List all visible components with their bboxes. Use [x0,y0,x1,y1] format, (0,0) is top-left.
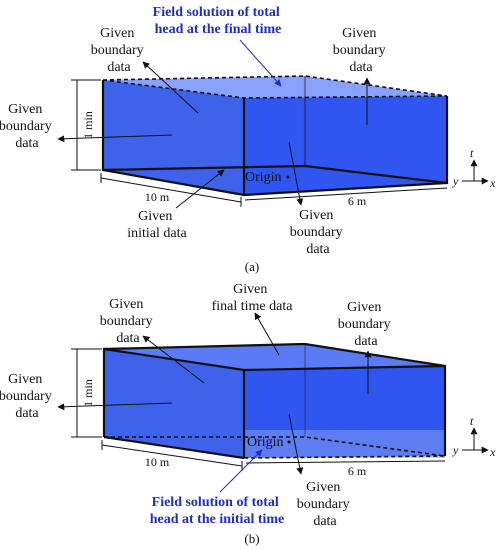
panel-b-top-left-label: Given boundary data [100,297,156,346]
panel-b-caption: (b) [244,531,259,546]
panel-b-origin-label: Origin [247,435,284,450]
panel-a-width-label: 6 m [348,194,367,208]
panel-a-bottom-right-leader [288,141,304,206]
panel-b-bottom-right-leader [288,413,304,475]
panel-b-t-label: t [470,414,474,428]
panel-b-top-right-label: Given boundary data [338,300,394,349]
panel-a-length-dim-line [100,177,242,203]
panel-a-left-label: Given boundary data [0,102,55,151]
panel-b-origin-dot [287,440,291,444]
panel-a-x-label: x [489,176,496,190]
panel-a-bottom-back-edges [102,164,448,185]
panel-b-final-time-label: Given final time data [212,282,294,314]
panel-b-bottom-right-label: Given boundary data [297,480,353,529]
panel-b-final-time-leader [254,312,280,356]
panel-b-top-left-leader [142,335,205,384]
panel-a-blue-leader [239,39,282,87]
panel-a-initial-data-leader [175,169,225,209]
panel-a-top-face [103,76,447,98]
panel-a-axes: t y x [452,146,496,190]
panel-b-front-bottom-edge [103,435,245,460]
panel-b-axes: t y x [452,414,496,459]
panel-a-top-left-label: Given boundary data [91,26,147,75]
panel-b-y-label: y [452,443,459,457]
panel-b-initial-solution-label: Field solution of total head at the init… [150,495,285,527]
panel-b-width-dim-line [245,460,446,464]
panel-b-x-label: x [489,445,496,459]
panel-b: Given boundary data Given final time dat… [0,282,496,546]
panel-a-height-label: 1 min [81,111,95,139]
panel-b-width-label: 6 m [348,464,367,478]
panel-a-initial-data-label: Given initial data [127,209,187,241]
panel-b-top-outer-edges [102,342,447,456]
panel-b-left-label: Given boundary data [0,372,55,421]
panel-a-origin-label: Origin [245,170,282,185]
panel-b-top-face [104,344,445,370]
panel-b-front-face [104,349,244,458]
panel-a-y-label: y [452,174,459,188]
panel-a-caption: (a) [245,259,259,274]
panel-b-length-dim-line [101,444,243,467]
panel-b-blue-leader [219,449,263,493]
panel-a-width-dim-line [244,187,448,201]
panel-a-bottom-right-label: Given boundary data [290,208,346,257]
panel-a-top-left-leader [142,61,199,114]
panel-a-front-face [103,80,244,195]
panel-b-side-lower-tint [244,430,445,458]
panel-a: Field solution of total head at the fina… [0,5,496,274]
panel-a-top-right-label: Given boundary data [333,26,389,75]
panel-a-top-dashed-edges [102,75,448,97]
panel-a-final-solution-label: Field solution of total head at the fina… [153,5,284,37]
panel-b-length-label: 10 m [145,455,170,469]
panel-a-length-label: 10 m [145,190,170,204]
panel-b-height-label: 1 min [81,379,95,407]
panel-a-origin-dot [286,175,290,179]
panel-a-t-label: t [470,146,474,160]
panel-b-bottom-dashed-edges [104,436,446,459]
